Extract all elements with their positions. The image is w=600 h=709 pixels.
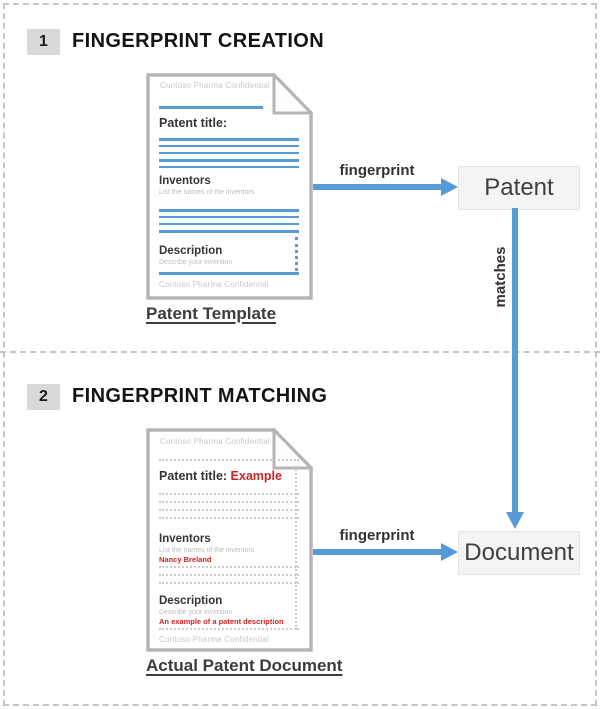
text-line-gray bbox=[159, 501, 299, 503]
section1-title: FINGERPRINT CREATION bbox=[72, 30, 325, 52]
confidential-footer: Contoso Pharma Confidential bbox=[159, 280, 269, 289]
redline-marks-blue bbox=[295, 237, 298, 271]
text-line-blue bbox=[159, 223, 299, 225]
patent-node: Patent bbox=[458, 166, 580, 210]
fingerprint-arrow-2 bbox=[313, 549, 441, 555]
matches-label: matches bbox=[492, 246, 509, 308]
text-line-gray bbox=[159, 517, 299, 519]
inventors-heading: Inventors bbox=[159, 533, 211, 545]
patent-template-doc: Contoso Pharma Confidential Patent title… bbox=[146, 73, 313, 300]
text-line-blue bbox=[159, 106, 263, 109]
page-outline bbox=[146, 428, 313, 652]
text-line-blue bbox=[159, 159, 299, 162]
text-line-gray bbox=[159, 566, 299, 568]
inventors-heading: Inventors bbox=[159, 175, 211, 187]
text-line-gray bbox=[159, 459, 299, 461]
redline-marks-gray bbox=[295, 466, 297, 630]
section2-badge: 2 bbox=[27, 384, 60, 410]
fingerprint-arrowhead-2 bbox=[441, 543, 458, 561]
patent-template-caption: Patent Template bbox=[146, 304, 277, 323]
fingerprint-arrow-label-1: fingerprint bbox=[339, 162, 415, 179]
matches-arrowhead bbox=[506, 512, 524, 529]
outer-dashed-border bbox=[3, 3, 597, 706]
fingerprint-arrowhead-1 bbox=[441, 178, 458, 196]
text-line-gray bbox=[159, 493, 299, 495]
text-line-blue bbox=[159, 272, 299, 275]
patent-title-value: Example bbox=[230, 469, 282, 483]
inventors-value: Nancy Breland bbox=[159, 555, 212, 564]
matches-connector bbox=[512, 208, 518, 512]
text-line-blue bbox=[159, 145, 299, 147]
description-hint: Describe your invention bbox=[159, 609, 233, 616]
actual-patent-doc: Contoso Pharma Confidential Patent title… bbox=[146, 428, 313, 652]
text-line-blue bbox=[159, 230, 299, 233]
inventors-hint: List the names of the inventors bbox=[159, 547, 255, 554]
inventors-hint: List the names of the inventors bbox=[159, 189, 255, 196]
description-heading: Description bbox=[159, 595, 223, 607]
text-line-gray bbox=[159, 574, 299, 576]
text-line-blue bbox=[159, 216, 299, 218]
document-node: Document bbox=[458, 531, 580, 575]
description-heading: Description bbox=[159, 245, 223, 257]
page-outline bbox=[146, 73, 313, 300]
section2-title: FINGERPRINT MATCHING bbox=[72, 385, 328, 407]
text-line-blue bbox=[159, 138, 299, 141]
text-line-gray bbox=[159, 628, 299, 630]
text-line-blue bbox=[159, 152, 299, 154]
text-line-gray bbox=[159, 582, 299, 584]
text-line-blue bbox=[159, 166, 299, 168]
patent-title-label: Patent title: bbox=[159, 469, 228, 483]
confidential-header: Contoso Pharma Confidential bbox=[160, 81, 270, 90]
section-divider-dashed bbox=[0, 351, 600, 353]
description-value: An example of a patent description bbox=[159, 617, 284, 626]
section1-badge: 1 bbox=[27, 29, 60, 55]
fingerprint-arrow-1 bbox=[313, 184, 441, 190]
confidential-header: Contoso Pharma Confidential bbox=[160, 437, 270, 446]
actual-patent-caption: Actual Patent Document bbox=[146, 656, 343, 675]
description-hint: Describe your invention bbox=[159, 259, 233, 266]
fingerprint-arrow-label-2: fingerprint bbox=[339, 527, 415, 544]
patent-title-row: Patent title: Example bbox=[159, 469, 282, 483]
text-line-blue bbox=[159, 209, 299, 212]
fold-corner bbox=[272, 428, 313, 470]
fold-corner bbox=[272, 73, 313, 115]
confidential-footer: Contoso Pharma Confidential bbox=[159, 635, 269, 644]
patent-title-label: Patent title: bbox=[159, 116, 228, 130]
text-line-gray bbox=[159, 509, 299, 511]
